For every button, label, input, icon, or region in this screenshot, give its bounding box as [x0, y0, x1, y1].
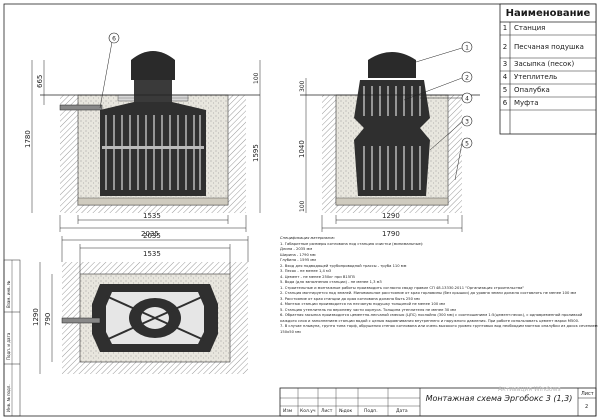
inlet-pipe: [59, 104, 103, 111]
legend-name: Песчаная подушка: [514, 43, 584, 51]
legend-num: 4: [502, 73, 508, 81]
soil-bottom-side: [322, 205, 462, 213]
legend-num: 2: [502, 43, 508, 51]
legend-name: Муфта: [514, 99, 539, 107]
soil-left: [60, 95, 78, 205]
plan-station: [92, 284, 218, 352]
callout-2: 2: [465, 75, 469, 82]
callout-circle: [461, 41, 473, 53]
dim-plan-h2: 790: [44, 313, 52, 326]
windows-activation-watermark: Активация Windows: [498, 386, 561, 393]
spec-line: 3. Песок - не менее 1,4 м3: [280, 269, 332, 273]
side-stamp: Подп. и дата: [6, 332, 11, 360]
soil-bottom: [60, 205, 246, 213]
dim-right-h1: 300: [299, 80, 306, 92]
dim-plan-h1: 1290: [32, 308, 40, 326]
spec-line: Глубина - 1595 мм: [280, 258, 316, 262]
spec-line: Ширина - 1790 мм: [280, 252, 316, 257]
legend-name: Опалубка: [514, 86, 550, 94]
legend-num: 1: [502, 24, 508, 32]
sand-cushion: [77, 197, 229, 206]
dim-left-h1: 665: [36, 75, 44, 88]
dim-left-top: 100: [253, 72, 260, 84]
legend-num: 6: [502, 99, 508, 107]
callout-circle: [461, 92, 473, 104]
plan-inlet-pipe: [61, 317, 101, 324]
caption-kol: Кол.уч: [300, 409, 316, 414]
caption-podp: Подп.: [364, 409, 378, 414]
spec-line: 5. Вода (для заполнения станции) - не ме…: [280, 280, 382, 284]
caption-doc: №док: [339, 409, 353, 414]
legend-row: 4 Утеплитель: [500, 73, 596, 83]
dim-right-w2: 1790: [382, 230, 400, 238]
dim-left-w1: 1535: [143, 212, 161, 220]
spec-line: 2. Вход для подводящей трубопроводной тр…: [280, 263, 407, 268]
plan-view: [39, 236, 249, 374]
caption-list: Лист: [321, 409, 333, 414]
spec-line: 7. В случае плывуна, грунта типа торф, о…: [280, 324, 598, 334]
callout-circle: [461, 71, 473, 83]
legend-title: Наименование: [505, 7, 591, 19]
dim-right-h3: 100: [299, 200, 306, 212]
callouts: 1 2 3 4 5 6: [108, 32, 473, 149]
dim-left-h2: 1780: [24, 130, 32, 148]
spec-line: 3. Расстояние от края станции до края ко…: [280, 296, 420, 301]
side-stamp: Взам. инв. №: [6, 280, 11, 308]
sheet-label: Лист: [581, 391, 594, 397]
soil-left-side: [322, 95, 336, 205]
spec-line: 5. Станцию утеплитель по верхнему части …: [280, 307, 456, 312]
caption-date: Дата: [396, 409, 408, 414]
callout-5: 5: [465, 141, 469, 148]
drawing-title: Монтажная схема Эргобокс 3 (1,3): [425, 394, 573, 403]
side-stamps: [3, 259, 21, 417]
spec-notes: Спецификация материалов: 1. Габаритные р…: [280, 236, 598, 335]
legend-name: Станция: [514, 24, 546, 32]
caption-izm: Изм: [283, 409, 293, 414]
dim-left-h3: 1595: [252, 144, 260, 162]
callout-4: 4: [465, 96, 469, 103]
side-stamp: Инв. № подл.: [6, 384, 11, 412]
spec-line: 4. Монтаж станции производится на песчан…: [280, 302, 445, 306]
spec-line: 4. Цемент - не менее 250кг при В15ГВ: [280, 274, 355, 279]
dim-plan-w1: 2035: [143, 232, 161, 240]
legend-name: Утеплитель: [514, 73, 558, 81]
callout-6: 6: [112, 36, 116, 43]
callout-circle: [461, 137, 473, 149]
dim-plan-w2: 1535: [143, 250, 161, 258]
spec-line: 6. Обратная засыпка производится цементн…: [280, 313, 583, 323]
spec-line: 2. Станция монтируется под землей. Миним…: [280, 291, 577, 295]
dim-left-w2: 2035: [141, 230, 159, 238]
section-front: [31, 51, 261, 232]
station-body-side: [354, 52, 430, 196]
spec-line: 1. Строительные и монтажные работы произ…: [280, 285, 525, 290]
callout-circle: [108, 32, 120, 44]
legend-row: 3 Засыпка (песок): [500, 60, 596, 70]
spec-heading: Спецификация материалов:: [280, 236, 335, 240]
spec-line: 1. Габаритные размеры котлована под стан…: [280, 241, 424, 246]
legend-row: 6 Муфта: [500, 99, 596, 109]
section-side: [99, 41, 480, 232]
legend-row: 5 Опалубка: [500, 86, 596, 96]
callout-circle: [461, 115, 473, 127]
legend-num: 3: [502, 60, 508, 68]
soil-right: [228, 95, 246, 205]
title-block: [279, 387, 597, 417]
legend-name: Засыпка (песок): [514, 60, 575, 68]
callout-3: 3: [465, 119, 469, 126]
callout-1: 1: [465, 45, 469, 52]
sheet-number: 2: [585, 404, 589, 410]
legend-row: 1 Станция: [500, 24, 596, 34]
dim-right-h2: 1040: [298, 140, 306, 158]
dim-right-w1: 1290: [382, 212, 400, 220]
legend-num: 5: [502, 86, 508, 94]
station-body: [100, 51, 206, 196]
spec-line: Длина - 2035 мм: [280, 247, 313, 251]
soil-right-side: [448, 95, 462, 205]
legend-row: 2 Песчаная подушка: [500, 37, 596, 57]
sand-cushion-side: [335, 197, 449, 206]
legend-table: [499, 3, 597, 135]
